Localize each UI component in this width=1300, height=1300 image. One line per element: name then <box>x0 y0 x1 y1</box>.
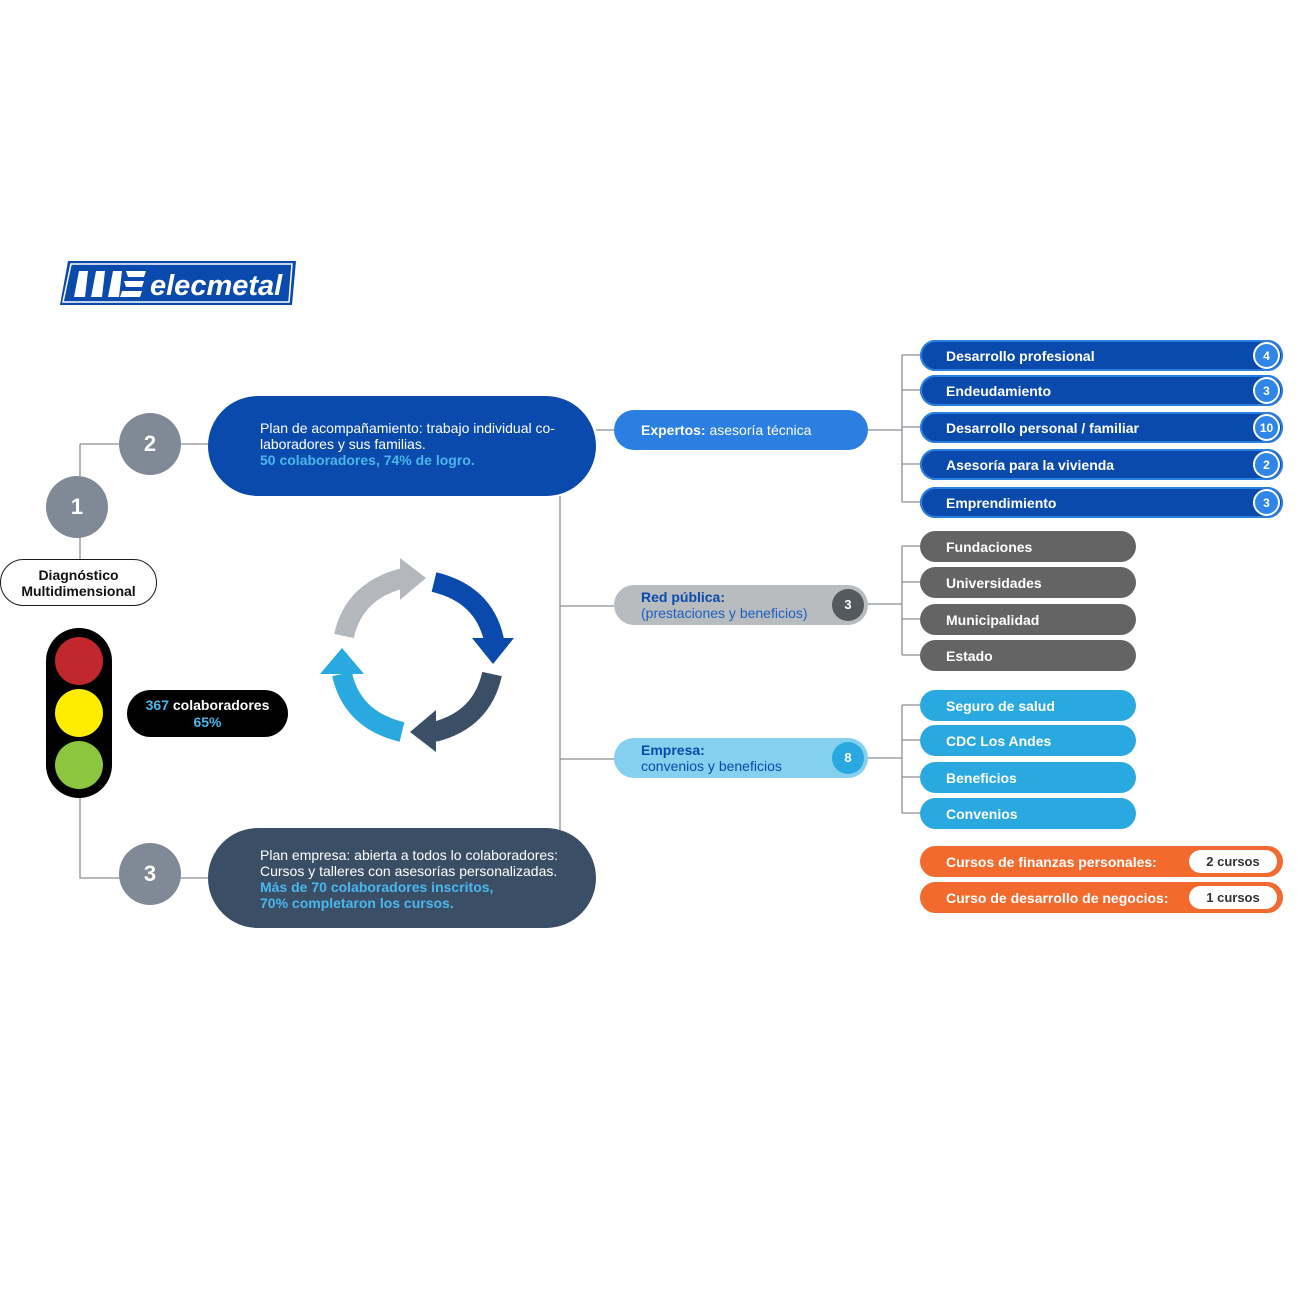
empresa-item: Beneficios <box>920 762 1136 793</box>
plan-empresa: Plan empresa: abierta a todos lo colabor… <box>208 828 596 928</box>
red-publica-item: Fundaciones <box>920 531 1136 562</box>
red-publica-item-label: Fundaciones <box>946 538 1033 555</box>
stats-number: 367 <box>145 696 169 713</box>
grey-arrow <box>334 568 407 639</box>
expertos-item: Desarrollo personal / familiar 10 <box>920 412 1283 443</box>
yellow-light <box>55 689 103 737</box>
red-publica-badge: 3 <box>832 589 864 621</box>
course-item: Cursos de finanzas personales: 2 cursos <box>920 846 1283 877</box>
expertos-item: Endeudamiento 3 <box>920 375 1283 406</box>
empresa-subtitle: convenios y beneficios <box>641 758 782 774</box>
dark-arrow-head <box>410 710 436 752</box>
blue-arrow-head <box>472 638 514 664</box>
expertos-item-count-value: 2 <box>1263 457 1270 472</box>
course-value: 1 cursos <box>1206 890 1260 905</box>
cyan-arrow <box>332 671 405 742</box>
expertos-item-count-value: 3 <box>1263 495 1270 510</box>
category-expertos: Expertos: asesoría técnica <box>614 410 868 450</box>
expertos-subtitle: asesoría técnica <box>705 422 812 438</box>
step-2-number: 2 <box>143 431 157 456</box>
expertos-item: Emprendimiento 3 <box>920 487 1283 518</box>
red-publica-count: 3 <box>844 597 852 612</box>
step-1-number: 1 <box>70 494 84 519</box>
expertos-item-label: Endeudamiento <box>946 382 1052 399</box>
step-3-number: 3 <box>143 861 157 886</box>
stats-percent: 65% <box>193 713 222 730</box>
expertos-item-count: 3 <box>1253 377 1280 404</box>
red-publica-item: Universidades <box>920 567 1136 598</box>
stats-line-1: 367 colaboradores <box>146 697 270 714</box>
step-3-circle: 3 <box>119 843 181 905</box>
diagnostico-pill: Diagnóstico Multidimensional <box>0 559 157 606</box>
empresa-item-label: Beneficios <box>946 769 1017 786</box>
course-item: Curso de desarrollo de negocios: 1 curso… <box>920 882 1283 913</box>
expertos-item-label: Asesoría para la vivienda <box>946 456 1115 473</box>
empresa-item: Seguro de salud <box>920 690 1136 721</box>
expertos-item-count-value: 3 <box>1263 383 1270 398</box>
plan-2-highlight: 50 colaboradores, 74% de logro. <box>260 452 475 468</box>
expertos-item-label: Desarrollo personal / familiar <box>946 419 1139 436</box>
expertos-item-count: 4 <box>1253 342 1280 369</box>
empresa-item: CDC Los Andes <box>920 725 1136 756</box>
cyan-arrow-head <box>320 648 364 674</box>
stats-label: colaboradores <box>168 696 270 713</box>
cycle-arrows <box>320 558 514 752</box>
plan-2-text: Plan de acompañamiento: trabajo individu… <box>260 420 555 452</box>
course-value: 2 cursos <box>1206 854 1260 869</box>
empresa-title: Empresa: <box>641 742 705 758</box>
expertos-item-label: Desarrollo profesional <box>946 347 1095 364</box>
course-value-pill: 2 cursos <box>1189 850 1277 873</box>
diagnostico-line-1: Diagnóstico <box>38 566 119 583</box>
step-1-circle: 1 <box>46 476 108 538</box>
empresa-item-label: Seguro de salud <box>946 697 1055 714</box>
red-publica-item-label: Estado <box>946 647 993 664</box>
category-empresa: Empresa: convenios y beneficios 8 <box>614 738 868 778</box>
expertos-item-count-value: 10 <box>1259 420 1274 435</box>
empresa-item-label: CDC Los Andes <box>946 732 1052 749</box>
empresa-count: 8 <box>844 750 852 765</box>
plan-3-highlight-2: 70% completaron los cursos. <box>260 895 454 911</box>
expertos-item: Asesoría para la vivienda 2 <box>920 449 1283 480</box>
red-publica-item-label: Municipalidad <box>946 611 1040 628</box>
red-publica-item: Estado <box>920 640 1136 671</box>
diagnostico-line-2: Multidimensional <box>21 582 136 599</box>
step-2-circle: 2 <box>119 413 181 475</box>
green-light <box>55 741 103 789</box>
red-publica-subtitle: (prestaciones y beneficios) <box>641 605 808 621</box>
expertos-item-count-value: 4 <box>1263 348 1270 363</box>
expertos-item-count: 10 <box>1253 414 1280 441</box>
course-value-pill: 1 cursos <box>1189 886 1277 909</box>
expertos-item-count: 3 <box>1253 489 1280 516</box>
traffic-light <box>46 628 112 798</box>
elecmetal-logo: elecmetal <box>60 261 296 305</box>
empresa-item: Convenios <box>920 798 1136 829</box>
grey-arrow-head <box>400 558 426 600</box>
plan-3-highlight-1: Más de 70 colaboradores inscritos, <box>260 879 494 895</box>
plan-acompanamiento: Plan de acompañamiento: trabajo individu… <box>208 396 596 496</box>
dark-arrow <box>431 671 502 742</box>
stats-pill: 367 colaboradores 65% <box>127 690 288 737</box>
empresa-badge: 8 <box>832 742 864 774</box>
course-label: Curso de desarrollo de negocios: <box>946 889 1169 906</box>
expertos-item-count: 2 <box>1253 451 1280 478</box>
logo-text: elecmetal <box>150 270 283 302</box>
empresa-item-label: Convenios <box>946 805 1018 822</box>
red-publica-item: Municipalidad <box>920 604 1136 635</box>
plan-3-text: Plan empresa: abierta a todos lo colabor… <box>260 847 559 879</box>
expertos-item: Desarrollo profesional 4 <box>920 340 1283 371</box>
red-light <box>55 637 103 685</box>
blue-arrow <box>431 572 504 643</box>
expertos-item-label: Emprendimiento <box>946 494 1057 511</box>
expertos-title: Expertos: <box>641 422 706 438</box>
red-publica-item-label: Universidades <box>946 574 1042 591</box>
course-label: Cursos de finanzas personales: <box>946 853 1157 870</box>
category-red-publica: Red pública: (prestaciones y beneficios)… <box>614 585 868 625</box>
red-publica-title: Red pública: <box>641 589 726 605</box>
